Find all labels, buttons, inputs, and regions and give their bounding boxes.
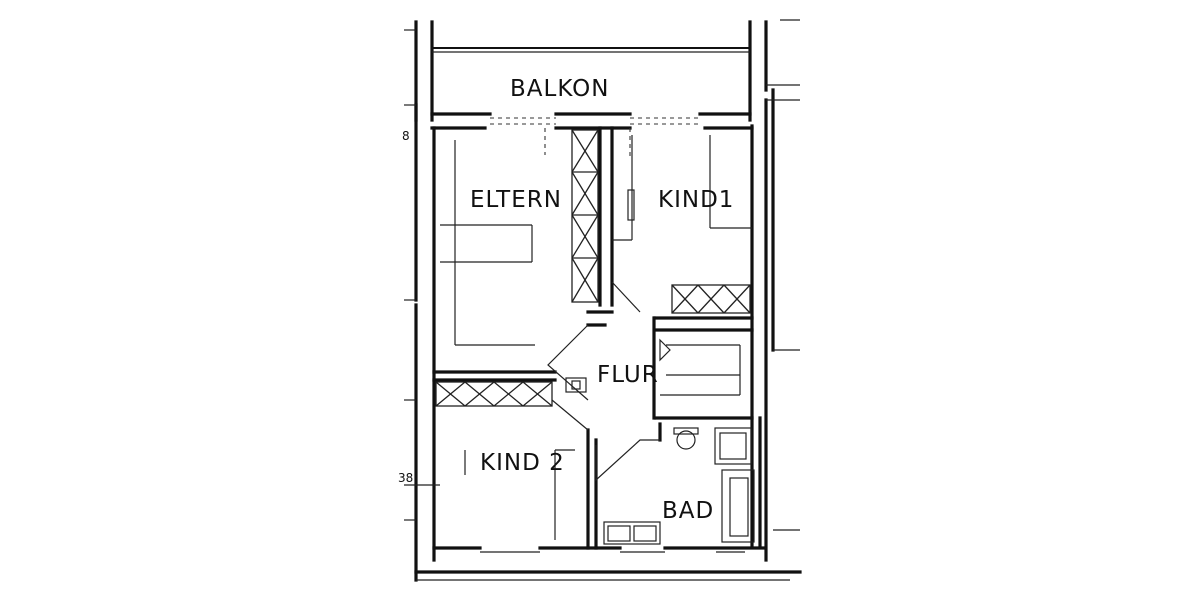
exterior-wall-left bbox=[404, 20, 436, 582]
room-label-balkon: BALKON bbox=[510, 76, 609, 102]
flur-outline bbox=[547, 281, 660, 482]
exterior-wall-right bbox=[748, 19, 800, 562]
dimension-bottom-left: 38 bbox=[398, 471, 413, 485]
wardrobe-kind2 bbox=[435, 381, 589, 431]
bed-kind2 bbox=[464, 449, 575, 540]
closet-flur bbox=[659, 338, 741, 396]
room-label-flur: FLUR bbox=[597, 362, 659, 388]
bathroom-fixtures bbox=[603, 427, 755, 545]
interior-walls bbox=[414, 126, 802, 581]
balcony-doors bbox=[490, 117, 700, 160]
wardrobe-kind1 bbox=[671, 284, 751, 314]
room-label-eltern: ELTERN bbox=[470, 187, 562, 213]
bed-eltern bbox=[440, 140, 535, 346]
room-label-kind1: KIND1 bbox=[658, 187, 734, 213]
room-label-bad: BAD bbox=[662, 498, 714, 524]
wardrobe-eltern bbox=[571, 129, 599, 303]
room-label-kind2: KIND 2 bbox=[480, 450, 565, 476]
balcony: BALKON bbox=[430, 47, 754, 130]
bed-kind1 bbox=[612, 135, 752, 241]
dimension-top-left: 8 bbox=[402, 129, 410, 143]
